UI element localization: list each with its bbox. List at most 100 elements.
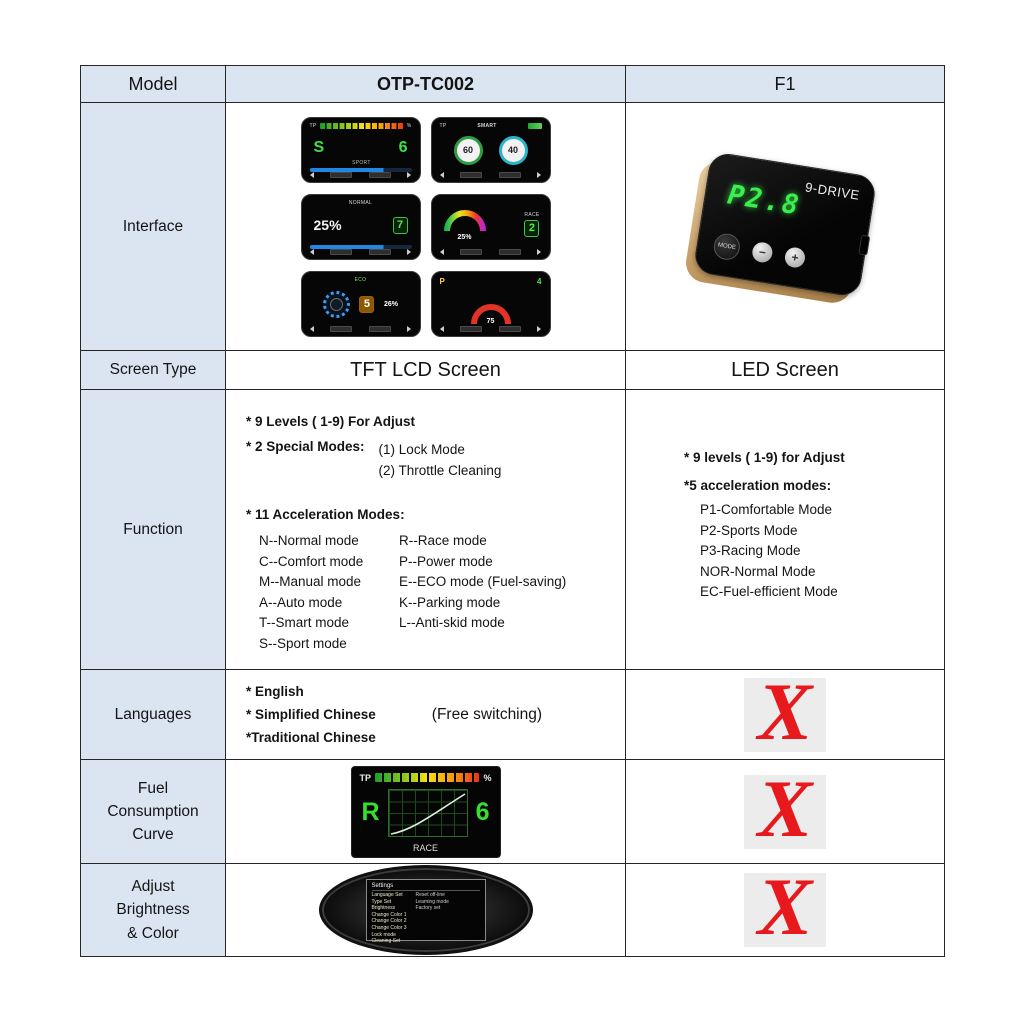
lcd-screen-sport: TP % S SPORT 6 [300,116,421,183]
rainbow-arc-gauge [443,210,486,232]
f1-throttle-controller: 9-DRIVE P2.8 MODE − + [683,150,878,306]
accel-mode-item: T--Smart mode [259,615,350,630]
arrow-right-icon [537,325,542,332]
progress-bar [309,244,412,249]
mode-letter: P [439,276,445,286]
model-header-cell: Model [81,66,226,103]
accel-mode-item: NOR-Normal Mode [700,563,816,579]
button-pill [460,171,483,178]
level-value: 2 [524,219,540,237]
led-display: P2.8 [725,178,803,222]
mode-button: MODE [711,231,742,262]
settings-menu-columns: Language Set Type Set Brightness Change … [372,892,480,945]
brightness-otp-cell: Settings Language Set Type Set Brightnes… [226,864,626,956]
language-item: * English [246,684,304,699]
button-pill [330,171,353,178]
level-value: 6 [398,139,408,156]
button-pill [460,248,483,255]
accel-mode-item: P2-Sports Mode [700,522,798,538]
screen-mid: 5 26% [310,283,412,326]
gauge-value: 75 [486,317,495,325]
languages-otp-cell: * English * Simplified Chinese *Traditio… [226,670,626,760]
mode-name: SPORT [352,159,371,166]
not-available-box: X [744,762,826,854]
button-pill [368,248,391,255]
screen-button-bar [439,248,542,255]
menu-item: Reset off-line [415,892,445,898]
arrow-right-icon [537,171,542,178]
mode-letter: R [361,798,380,826]
menu-item: Language Set [371,892,403,898]
tp-label: TP [309,122,317,129]
model-f1-cell: F1 [626,66,944,103]
fuel-curve-row-label: Fuel Consumption Curve [81,760,226,864]
screen-type-otp-cell: TFT LCD Screen [226,351,626,390]
settings-menu-right: Reset off-line Learning mode Factory set [416,892,449,945]
arrow-left-icon [309,248,314,255]
level-value: 6 [475,798,490,826]
gauge-circle: 60 [453,135,483,165]
languages-list: * English * Simplified Chinese *Traditio… [246,680,376,749]
lcd-screens-grid: TP % S SPORT 6 TP [300,116,551,337]
lcd-screen-eco: ECO 5 26% [300,270,421,337]
arrow-right-icon [407,248,412,255]
arrow-left-icon [309,325,314,332]
button-pill [330,325,353,332]
screen-top-row: TP % [309,122,412,129]
screen-button-bar [309,171,412,178]
race-gauge: 25% [442,207,488,241]
tft-lcd-text: TFT LCD Screen [350,358,501,381]
accel-mode-item: N--Normal mode [259,533,359,548]
screen-top-row: ECO [310,277,412,283]
function-row-label: Function [81,390,226,670]
plus-button: + [783,245,807,269]
model-label: Model [128,73,178,94]
accel-mode-item: P3-Racing Mode [700,543,801,558]
mode-name: RACE [412,842,438,853]
screen-mid: S SPORT 6 [310,129,412,168]
screen-type-f1-cell: LED Screen [626,351,944,390]
settings-display: Settings Language Set Type Set Brightnes… [318,865,533,955]
screen-type-row-label: Screen Type [81,351,226,390]
percent-label: % [483,772,492,783]
accel-mode-item: M--Manual mode [259,574,362,589]
settings-menu-title: Settings [371,883,480,891]
menu-item: Change Color 3 [371,924,407,931]
language-item: *Traditional Chinese [246,730,376,745]
throttle-gradient-bar [375,773,480,782]
fuel-curve-line [390,792,466,835]
f1-model-name: F1 [774,73,796,94]
model-otp-cell: OTP-TC002 [226,66,626,103]
green-bar [527,122,542,129]
percent-label: % [406,122,412,129]
fuel-curve-grid [387,788,468,837]
button-pill [498,325,521,332]
accel-mode-item: L--Anti-skid mode [399,615,505,630]
menu-item: Cleaning Set [371,938,401,945]
accel-mode-item: P--Power mode [399,553,493,569]
language-item: * Simplified Chinese [246,707,376,722]
accel-mode-item: E--ECO mode (Fuel-saving) [399,574,567,589]
special-modes-heading: * 2 Special Modes: [246,439,365,454]
button-pill [368,325,391,332]
otp-model-name: OTP-TC002 [376,73,475,94]
eco-ring-center [329,297,343,311]
menu-item: Type Set [371,898,392,905]
throttle-percent: 25% [313,217,342,233]
menu-item: Brightness [371,905,396,912]
arrow-right-icon [537,248,542,255]
screen-mid: 25% 7 [310,206,412,245]
arrow-right-icon [407,325,412,332]
power-gauge: 75 [440,286,542,326]
red-x-icon: X [757,762,813,854]
gauge-value: 40 [507,145,518,155]
screen-mid: 60 40 [440,129,542,172]
fuel-curve-screen: TP % R 6 RACE [350,765,501,858]
mode-letter: S [313,139,325,156]
settings-menu: Settings Language Set Type Set Brightnes… [365,879,486,944]
languages-row-label: Languages [81,670,226,760]
accel-modes-right: R--Race mode P--Power mode E--ECO mode (… [399,531,566,654]
lcd-screen-power: P 4 75 [430,270,551,337]
gauge-value: 60 [462,145,473,155]
minus-button: − [750,240,774,264]
